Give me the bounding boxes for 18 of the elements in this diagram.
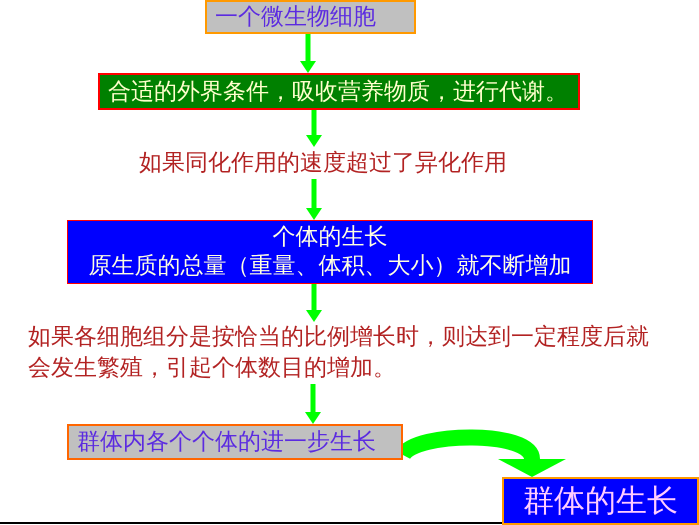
condition-text: 如果各细胞组分是按恰当的比例增长时，则达到一定程度后就会发生繁殖，引起个体数目的增加。 <box>28 322 662 384</box>
process-box <box>205 0 416 34</box>
box-label: 群体内各个个体的进一步生长 <box>77 428 376 456</box>
box-label: 一个微生物细胞 <box>215 3 376 31</box>
box-text: 原生质的总量（重量、体积、大小）就不断增加 <box>88 252 572 281</box>
condition-text: 如果同化作用的速度超过了异化作用 <box>139 147 529 179</box>
process-box <box>502 477 699 525</box>
arrow <box>305 384 321 424</box>
process-box <box>98 73 580 110</box>
arrow <box>306 284 322 322</box>
box-label: 合适的外界条件，吸收营养物质，进行代谢。 <box>108 78 568 106</box>
box-heading: 个体的生长 <box>272 223 388 252</box>
arrow <box>306 110 322 147</box>
box-label: 群体的生长 <box>523 482 678 520</box>
process-box <box>67 424 403 460</box>
arrow <box>300 34 316 73</box>
process-box <box>67 220 593 284</box>
arrow <box>306 179 322 220</box>
